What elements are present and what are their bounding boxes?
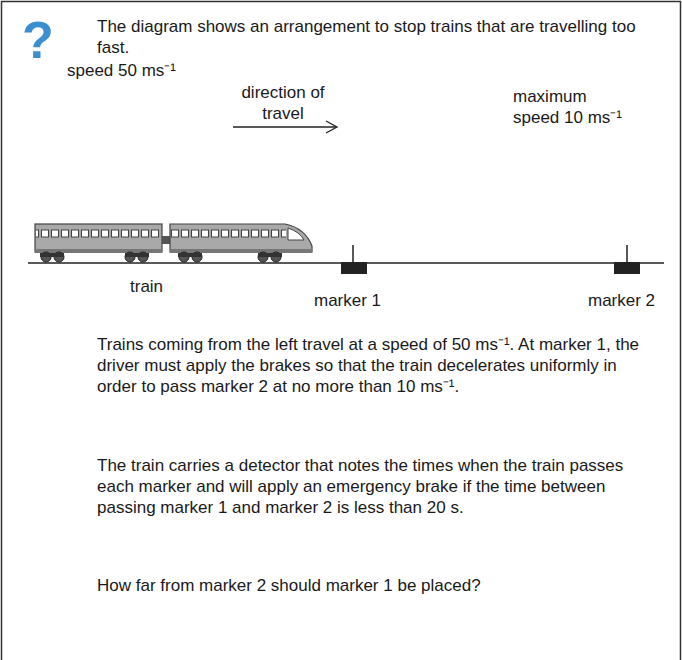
direction-label: direction of travel	[233, 82, 333, 124]
marker-symbol	[341, 245, 367, 274]
paragraph-text: Trains coming from the left travel at a …	[97, 334, 642, 397]
marker-label: marker 1	[314, 290, 394, 311]
question-icon: ?	[18, 12, 58, 68]
marker-label: marker 2	[588, 290, 668, 311]
marker-symbol	[614, 245, 640, 274]
intro-text: The diagram shows an arrangement to stop…	[97, 16, 657, 58]
direction-arrow	[233, 126, 336, 127]
part-label: train	[130, 276, 190, 297]
max-speed-label: maximum speed 10 ms⁻¹	[513, 86, 633, 128]
speed-label: speed 50 ms⁻¹	[67, 60, 227, 81]
train-engine	[170, 224, 312, 262]
paragraph-text: The train carries a detector that notes …	[97, 455, 642, 518]
train-car	[35, 224, 162, 262]
question-text: How far from marker 2 should marker 1 be…	[97, 575, 642, 596]
